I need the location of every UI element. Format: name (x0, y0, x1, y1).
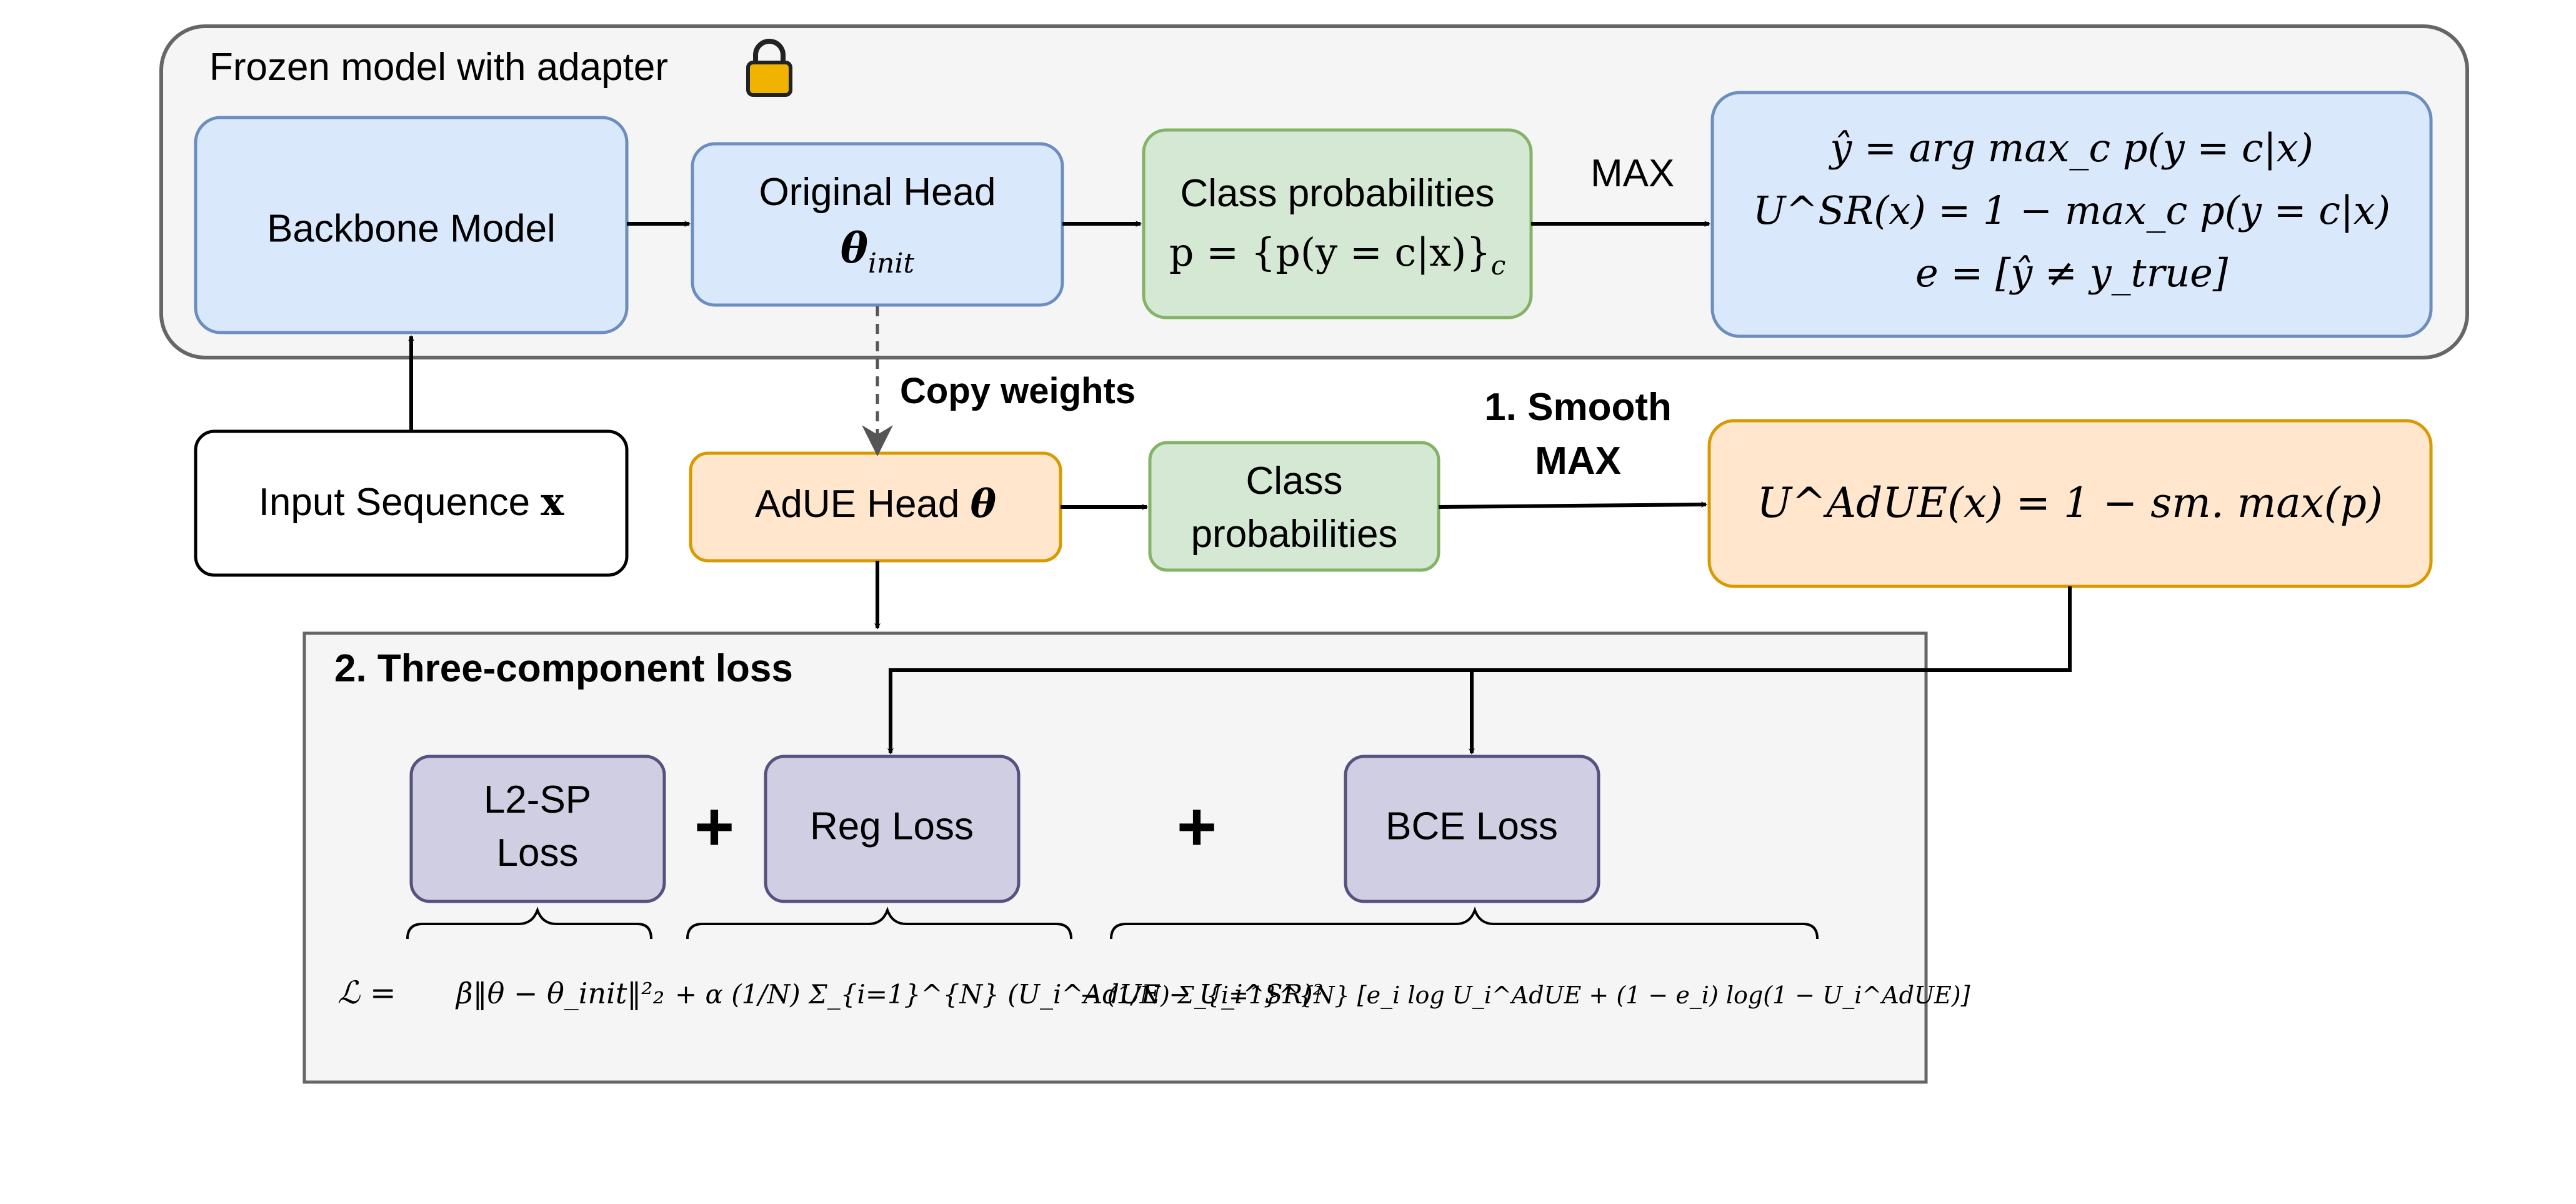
class-probabilities-top-box (1142, 128, 1533, 319)
copy-weights-label: Copy weights (900, 371, 1136, 411)
bce-loss-box (1344, 755, 1600, 903)
loss-formula-term1: β‖θ − θ_init‖²₂ (455, 976, 664, 1010)
lock-icon (746, 39, 792, 97)
metrics-error: e = [ŷ ≠ y_true] (1915, 250, 2229, 296)
max-label: MAX (1590, 152, 1674, 195)
loss-formula-lhs: ℒ = (337, 975, 396, 1011)
class-probabilities-top-label: Class probabilities (1180, 172, 1494, 215)
original-head-label: Original Head (759, 171, 996, 214)
loss-formula-term2: + α (1/N) Σ_{i=1}^{N} (U_i^AdUE − U_i^SR… (675, 979, 1323, 1010)
edge-probs-to-adue-uncertainty (1438, 501, 1707, 509)
brace-reg (686, 906, 1072, 940)
l2sp-loss-line2: Loss (497, 831, 579, 875)
backbone-model-label: Backbone Model (267, 207, 556, 250)
brace-l2sp (406, 906, 652, 940)
reg-loss-label: Reg Loss (810, 805, 974, 848)
plus-sign-2: + (1177, 788, 1217, 865)
input-sequence-label: Input Sequence x (259, 479, 565, 524)
metrics-prediction: ŷ = arg max_c p(y = c|x) (1828, 125, 2314, 171)
frozen-group-title: Frozen model with adapter (209, 46, 668, 89)
reg-loss-box (764, 755, 1021, 903)
class-probabilities-bottom-line2: probabilities (1191, 513, 1398, 556)
smooth-max-label-line1: 1. Smooth (1484, 386, 1672, 429)
class-probabilities-bottom-line1: Class (1246, 459, 1342, 503)
l2sp-loss-line1: L2-SP (484, 778, 591, 821)
smooth-max-label-line2: MAX (1535, 439, 1621, 483)
brace-bce (1110, 906, 1819, 940)
bce-loss-label: BCE Loss (1385, 805, 1558, 848)
plus-sign-1: + (694, 788, 734, 865)
edge-uncertainty-to-losses (891, 586, 2072, 672)
metrics-box (1710, 91, 2433, 338)
loss-group-title: 2. Three-component loss (334, 647, 793, 690)
adue-uncertainty-formula: U^AdUE(x) = 1 − sm. max(p) (1757, 479, 2382, 527)
l2sp-loss-box (409, 755, 666, 903)
original-head-param: θinit (841, 224, 915, 279)
class-probabilities-top-formula: p = {p(y = c|x)}c (1169, 229, 1506, 281)
loss-formula-term3: − (1/N) Σ_{i=1}^{N} [e_i log U_i^AdUE + … (1080, 981, 1970, 1010)
original-head-box (691, 142, 1064, 307)
adue-head-label: AdUE Head θ (755, 481, 997, 526)
metrics-usr: U^SR(x) = 1 − max_c p(y = c|x) (1753, 188, 2390, 233)
